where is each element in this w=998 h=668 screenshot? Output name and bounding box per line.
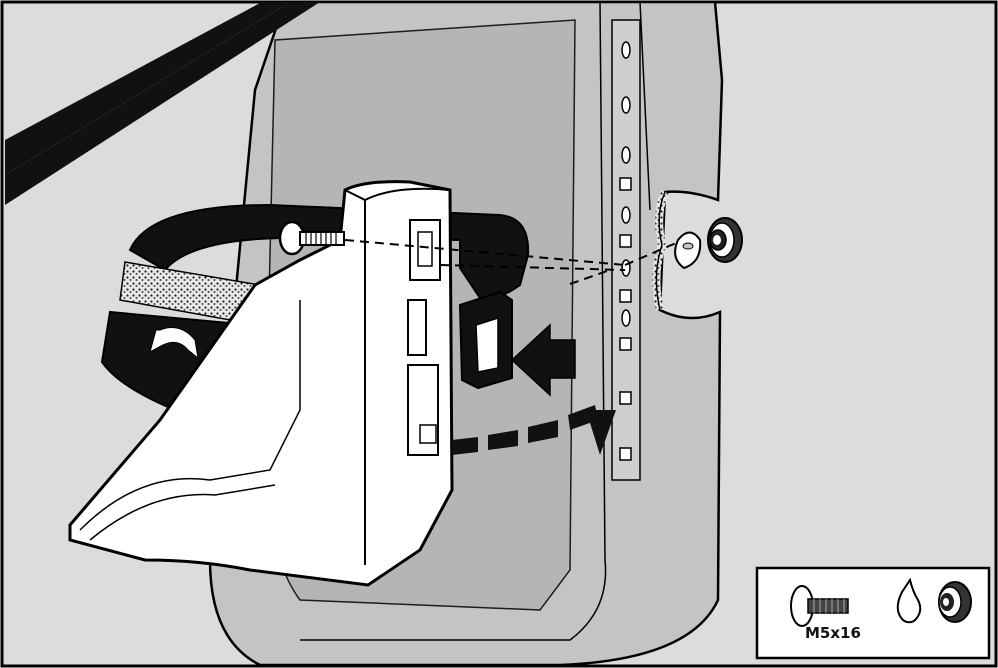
lock-washer-part xyxy=(674,231,702,270)
insert-arrow xyxy=(510,323,576,397)
mounting-bracket xyxy=(68,180,454,587)
bolt-part xyxy=(278,220,345,256)
parts-legend-box: M5x16 xyxy=(755,566,991,660)
slide-down-arrow xyxy=(452,405,616,455)
knurled-nut-icon xyxy=(938,581,972,623)
knurled-nut-part xyxy=(707,217,743,263)
assembly-guide-lines xyxy=(344,236,691,285)
lock-washer-icon xyxy=(896,577,922,624)
strap-clip xyxy=(458,290,513,390)
bolt-size-label: M5x16 xyxy=(805,624,861,642)
bolt-icon xyxy=(790,585,849,627)
rail-holes xyxy=(619,41,632,461)
